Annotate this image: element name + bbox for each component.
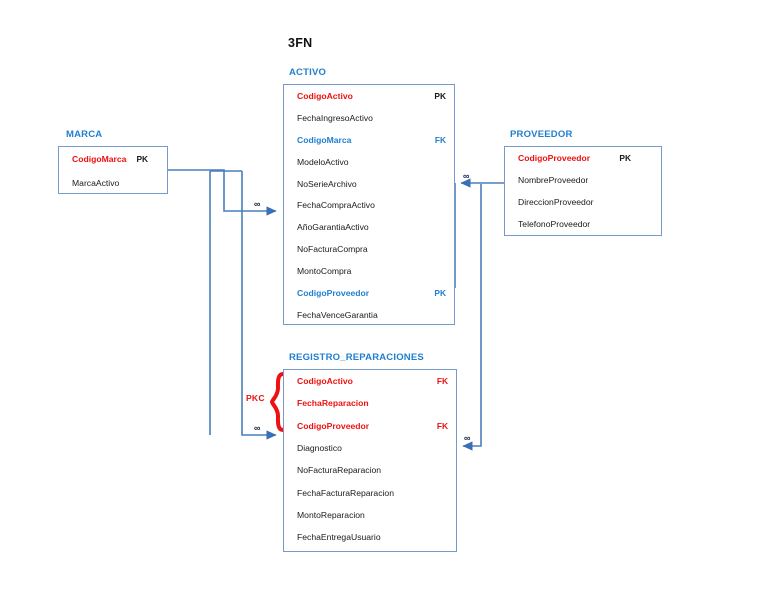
connector-marca-registro bbox=[209, 170, 277, 440]
attribute-row: CodigoProveedor PK bbox=[284, 282, 454, 304]
attribute-name: FechaVenceGarantia bbox=[297, 309, 378, 320]
attribute-key: PK bbox=[136, 154, 149, 164]
attribute-list-registro-reparaciones: CodigoActivo FK FechaReparacion CodigoPr… bbox=[284, 370, 456, 548]
attribute-key: FK bbox=[436, 376, 448, 387]
entity-box-marca[interactable]: CodigoMarca PK MarcaActivo bbox=[58, 146, 168, 194]
attribute-row: FechaIngresoActivo bbox=[284, 107, 454, 129]
entity-title-proveedor: PROVEEDOR bbox=[510, 129, 573, 140]
attribute-list-marca: CodigoMarca PK MarcaActivo bbox=[59, 147, 167, 195]
entity-box-proveedor[interactable]: CodigoProveedor PK NombreProveedor Direc… bbox=[504, 146, 662, 236]
composite-key-brace-icon bbox=[269, 372, 285, 432]
connector-proveedor-registro bbox=[454, 183, 482, 451]
attribute-name: CodigoProveedor bbox=[297, 420, 370, 431]
attribute-name: MontoReparacion bbox=[297, 509, 365, 520]
attribute-name: CodigoProveedor bbox=[297, 287, 370, 298]
attribute-name: DireccionProveedor bbox=[518, 197, 594, 207]
attribute-row: MontoReparacion bbox=[284, 504, 456, 526]
attribute-row: NoSerieArchivo bbox=[284, 173, 454, 195]
cardinality-marker-proveedor-activo: ∞ bbox=[463, 171, 470, 181]
attribute-row: CodigoMarca FK bbox=[284, 129, 454, 151]
cardinality-marker-proveedor-registro: ∞ bbox=[464, 433, 471, 443]
entity-title-activo: ACTIVO bbox=[289, 67, 327, 78]
entity-box-activo[interactable]: CodigoActivo PK FechaIngresoActivo Codig… bbox=[283, 84, 455, 325]
composite-key-label: PKC bbox=[246, 393, 265, 403]
attribute-name: MarcaActivo bbox=[72, 178, 120, 188]
attribute-row: FechaCompraActivo bbox=[284, 194, 454, 216]
attribute-list-proveedor: CodigoProveedor PK NombreProveedor Direc… bbox=[505, 147, 661, 235]
attribute-row: CodigoActivo PK bbox=[284, 85, 454, 107]
attribute-list-activo: CodigoActivo PK FechaIngresoActivo Codig… bbox=[284, 85, 454, 326]
attribute-name: CodigoMarca bbox=[72, 154, 127, 164]
attribute-row: FechaVenceGarantia bbox=[284, 304, 454, 326]
attribute-name: Diagnostico bbox=[297, 443, 342, 454]
attribute-key: PK bbox=[434, 90, 446, 101]
cardinality-marker-marca-registro: ∞ bbox=[254, 423, 261, 433]
attribute-name: NoFacturaCompra bbox=[297, 244, 368, 255]
entity-title-marca: MARCA bbox=[66, 129, 103, 140]
entity-box-registro-reparaciones[interactable]: CodigoActivo FK FechaReparacion CodigoPr… bbox=[283, 369, 457, 552]
attribute-name: FechaEntregaUsuario bbox=[297, 532, 381, 543]
attribute-name: AñoGarantiaActivo bbox=[297, 222, 369, 233]
attribute-key: PK bbox=[619, 153, 631, 163]
attribute-name: ModeloActivo bbox=[297, 156, 349, 167]
attribute-row: NoFacturaCompra bbox=[284, 238, 454, 260]
attribute-name: FechaFacturaReparacion bbox=[297, 487, 394, 498]
attribute-name: FechaReparacion bbox=[297, 398, 369, 409]
attribute-row: CodigoProveedor PK bbox=[505, 147, 661, 169]
cardinality-marker-marca-activo: ∞ bbox=[254, 199, 261, 209]
attribute-row: FechaFacturaReparacion bbox=[284, 481, 456, 503]
attribute-row: MarcaActivo bbox=[59, 171, 167, 195]
attribute-name: CodigoProveedor bbox=[518, 153, 591, 163]
attribute-row: FechaEntregaUsuario bbox=[284, 526, 456, 548]
attribute-row: ModeloActivo bbox=[284, 151, 454, 173]
attribute-key: PK bbox=[434, 287, 446, 298]
attribute-name: FechaCompraActivo bbox=[297, 200, 375, 211]
attribute-name: CodigoActivo bbox=[297, 90, 353, 101]
attribute-key: FK bbox=[436, 420, 448, 431]
attribute-name: NoSerieArchivo bbox=[297, 178, 357, 189]
attribute-name: NombreProveedor bbox=[518, 175, 589, 185]
attribute-row: CodigoMarca PK bbox=[59, 147, 167, 171]
entity-title-registro-reparaciones: REGISTRO_REPARACIONES bbox=[289, 352, 424, 363]
attribute-row: FechaReparacion bbox=[284, 392, 456, 414]
attribute-name: CodigoMarca bbox=[297, 134, 352, 145]
attribute-row: DireccionProveedor bbox=[505, 191, 661, 213]
attribute-row: CodigoProveedor FK bbox=[284, 415, 456, 437]
attribute-name: FechaIngresoActivo bbox=[297, 112, 373, 123]
attribute-key: FK bbox=[434, 134, 446, 145]
attribute-row: NoFacturaReparacion bbox=[284, 459, 456, 481]
attribute-row: CodigoActivo FK bbox=[284, 370, 456, 392]
attribute-row: Diagnostico bbox=[284, 437, 456, 459]
attribute-row: NombreProveedor bbox=[505, 169, 661, 191]
page-title: 3FN bbox=[288, 36, 313, 50]
attribute-name: MontoCompra bbox=[297, 266, 352, 277]
attribute-row: MontoCompra bbox=[284, 260, 454, 282]
attribute-row: TelefonoProveedor bbox=[505, 213, 661, 235]
attribute-name: NoFacturaReparacion bbox=[297, 465, 382, 476]
attribute-row: AñoGarantiaActivo bbox=[284, 216, 454, 238]
attribute-name: TelefonoProveedor bbox=[518, 219, 591, 229]
attribute-name: CodigoActivo bbox=[297, 376, 353, 387]
